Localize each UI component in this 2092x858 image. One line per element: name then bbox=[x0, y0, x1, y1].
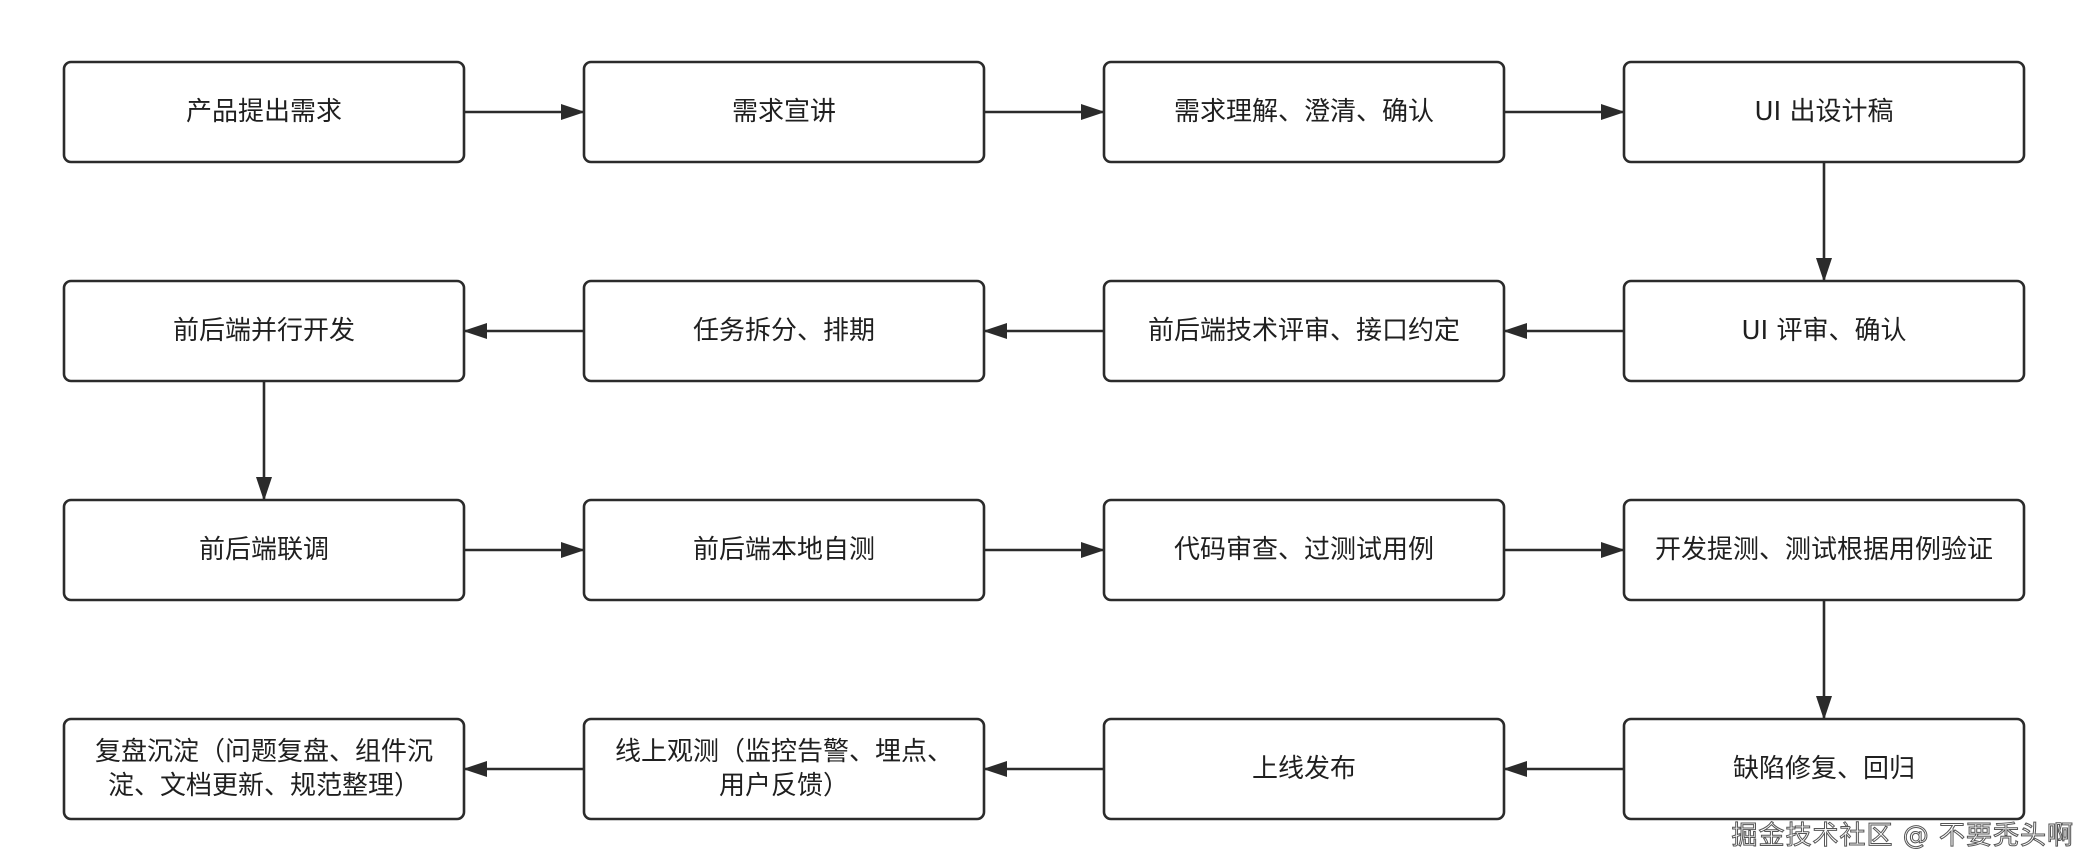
step-label: 任务拆分、排期 bbox=[693, 316, 875, 346]
step-label: 上线发布 bbox=[1252, 754, 1356, 784]
edges-layer bbox=[256, 104, 1832, 777]
step-label: 开发提测、测试根据用例验证 bbox=[1655, 535, 1993, 565]
step-label: 产品提出需求 bbox=[186, 97, 342, 127]
step-box bbox=[1622, 60, 2026, 164]
process-step-s7: 任务拆分、排期 bbox=[582, 279, 986, 383]
process-step-s4: UI 出设计稿 bbox=[1622, 60, 2026, 164]
step-box bbox=[62, 279, 466, 383]
step-box bbox=[62, 498, 466, 602]
process-step-s13: 缺陷修复、回归 bbox=[1622, 717, 2026, 821]
process-step-s2: 需求宣讲 bbox=[582, 60, 986, 164]
step-box bbox=[1102, 498, 1506, 602]
step-label: 用户反馈） bbox=[719, 771, 849, 801]
step-label: 线上观测（监控告警、埋点、 bbox=[615, 737, 953, 767]
step-label: 前后端本地自测 bbox=[693, 535, 875, 565]
process-step-s15: 线上观测（监控告警、埋点、用户反馈） bbox=[582, 717, 986, 821]
process-step-s9: 前后端联调 bbox=[62, 498, 466, 602]
step-box bbox=[582, 498, 986, 602]
nodes-layer: 产品提出需求 需求宣讲 需求理解、澄清、确认 UI 出设计稿 UI 评审、确认 前后端技术… bbox=[62, 60, 2026, 821]
step-label: 代码审查、过测试用例 bbox=[1174, 535, 1434, 565]
step-box bbox=[582, 279, 986, 383]
step-box bbox=[1622, 279, 2026, 383]
process-step-s1: 产品提出需求 bbox=[62, 60, 466, 164]
step-box bbox=[1102, 717, 1506, 821]
step-box bbox=[62, 717, 466, 821]
process-step-s12: 开发提测、测试根据用例验证 bbox=[1622, 498, 2026, 602]
process-step-s14: 上线发布 bbox=[1102, 717, 1506, 821]
step-label: 前后端技术评审、接口约定 bbox=[1148, 316, 1460, 346]
step-box bbox=[582, 717, 986, 821]
step-label: 复盘沉淀（问题复盘、组件沉 bbox=[95, 737, 433, 767]
step-label: 需求理解、澄清、确认 bbox=[1174, 97, 1434, 127]
step-box bbox=[1102, 60, 1506, 164]
step-label: 淀、文档更新、规范整理） bbox=[108, 771, 420, 801]
step-box bbox=[62, 60, 466, 164]
process-step-s10: 前后端本地自测 bbox=[582, 498, 986, 602]
step-box bbox=[1622, 498, 2026, 602]
process-step-s11: 代码审查、过测试用例 bbox=[1102, 498, 1506, 602]
process-step-s6: 前后端技术评审、接口约定 bbox=[1102, 279, 1506, 383]
watermark-text: 掘金技术社区 @ 不要秃头啊 bbox=[1731, 821, 2074, 852]
step-box bbox=[1102, 279, 1506, 383]
step-label: 需求宣讲 bbox=[732, 97, 836, 127]
process-step-s3: 需求理解、澄清、确认 bbox=[1102, 60, 1506, 164]
process-step-s5: UI 评审、确认 bbox=[1622, 279, 2026, 383]
step-box bbox=[582, 60, 986, 164]
process-step-s8: 前后端并行开发 bbox=[62, 279, 466, 383]
step-box bbox=[1622, 717, 2026, 821]
step-label: 前后端联调 bbox=[199, 535, 329, 565]
step-label: UI 出设计稿 bbox=[1755, 97, 1894, 127]
step-label: UI 评审、确认 bbox=[1742, 316, 1907, 346]
step-label: 前后端并行开发 bbox=[173, 316, 355, 346]
step-label: 缺陷修复、回归 bbox=[1733, 754, 1915, 784]
